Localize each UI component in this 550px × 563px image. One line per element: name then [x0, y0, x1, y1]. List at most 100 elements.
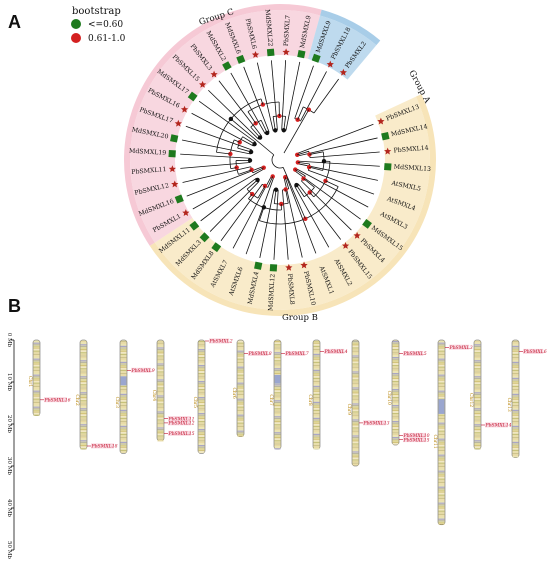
chromosome-band [198, 389, 205, 391]
chromosome-band [438, 488, 445, 490]
chromosome-band [438, 517, 445, 519]
chromosome-band [352, 389, 359, 391]
chromosome-band [352, 432, 359, 434]
chromosome-band [474, 381, 481, 383]
chromosome-band [237, 409, 244, 411]
chromosome-band [274, 417, 281, 419]
chromosome-band [237, 414, 244, 416]
chromosome-band [392, 419, 399, 421]
chromosome-label: Chr4 [151, 390, 157, 401]
tree-branch [281, 60, 287, 131]
chromosome-band [198, 441, 205, 443]
chromosome-band [157, 409, 164, 411]
leaf-marker-square [189, 220, 200, 231]
chromosome-band [438, 441, 445, 443]
gene-label-bg [449, 344, 470, 350]
chromosome-band [157, 417, 164, 419]
chromosome-band [392, 368, 399, 370]
chromosome-band [33, 398, 40, 400]
chromosome-band [352, 361, 359, 363]
chromosome-band [157, 347, 164, 349]
tree-branch [260, 120, 268, 134]
chromosome-band [352, 459, 359, 461]
chromosome-band [392, 365, 399, 367]
chromosome-band [474, 357, 481, 359]
chromosome-band [438, 399, 445, 414]
chromosome-band [352, 358, 359, 360]
chromosome-band [198, 371, 205, 373]
chromosome-band [237, 345, 244, 347]
chromosome-band [474, 393, 481, 395]
chromosome-band [438, 397, 445, 399]
chromosome-band [198, 376, 205, 378]
tree-branch [309, 151, 324, 155]
chromosome-band [237, 385, 244, 387]
chromosome-band [120, 347, 127, 349]
chromosome-band [313, 429, 320, 431]
chromosome-band [80, 355, 87, 357]
chromosome-band [120, 341, 127, 343]
chromosome-band [80, 387, 87, 389]
tree-branch [297, 162, 310, 165]
chromosome-band [80, 429, 87, 431]
chromosome-band [352, 374, 359, 376]
chromosome-band [313, 430, 320, 432]
chromosome-band [120, 417, 127, 419]
chromosome-band [198, 342, 205, 344]
leaf-marker-star [326, 60, 334, 68]
chromosome-band [438, 430, 445, 432]
chromosome-band [438, 425, 445, 427]
chromosome-band [313, 344, 320, 346]
chromosome-band [352, 398, 359, 400]
chromosome-band [157, 422, 164, 424]
chromosome-band [352, 448, 359, 450]
chromosome-band [352, 385, 359, 387]
chromosome-band [512, 349, 519, 351]
tree-branch [245, 176, 275, 255]
chromosome-band [438, 438, 445, 440]
chromosome-band [237, 368, 244, 370]
chromosome-band [512, 454, 519, 456]
chromosome-band [33, 408, 40, 410]
chromosome-band [80, 352, 87, 354]
gene-label: PbSMXL10 [403, 433, 430, 439]
chromosome-band [352, 395, 359, 397]
chromosome-band [352, 342, 359, 344]
tree-branch [191, 112, 254, 147]
chromosome-band [237, 411, 244, 413]
chromosome-band [352, 454, 359, 456]
chromosome-band [33, 344, 40, 346]
chromosome-band [274, 401, 281, 403]
chromosome-band [474, 368, 481, 370]
chromosome-band [198, 405, 205, 407]
chromosome-band [438, 440, 445, 442]
tree-branch [282, 167, 306, 219]
chromosome-band [352, 390, 359, 392]
leaf-marker-square [222, 61, 232, 71]
chromosome-band [392, 349, 399, 351]
chromosome-band [313, 357, 320, 359]
chromosome-band [157, 365, 164, 367]
chromosome-band [438, 513, 445, 515]
chromosome-band [512, 417, 519, 419]
chromosome-band [274, 440, 281, 442]
chromosome-band [80, 445, 87, 447]
chromosome-band [80, 433, 87, 435]
chromosome-band [474, 432, 481, 434]
chromosome-band [157, 353, 164, 355]
chromosome-band [274, 371, 281, 373]
chromosome-band [512, 347, 519, 349]
chromosome-band [198, 445, 205, 447]
chromosome-band [313, 395, 320, 397]
chromosome-band [313, 419, 320, 421]
chromosome-band [438, 453, 445, 455]
chromosome-band [120, 373, 127, 375]
chromosome-band [274, 368, 281, 370]
chromosome-band [80, 357, 87, 359]
chromosome-band [274, 429, 281, 431]
chromosome-band [237, 405, 244, 407]
chromosome-band [33, 377, 40, 379]
